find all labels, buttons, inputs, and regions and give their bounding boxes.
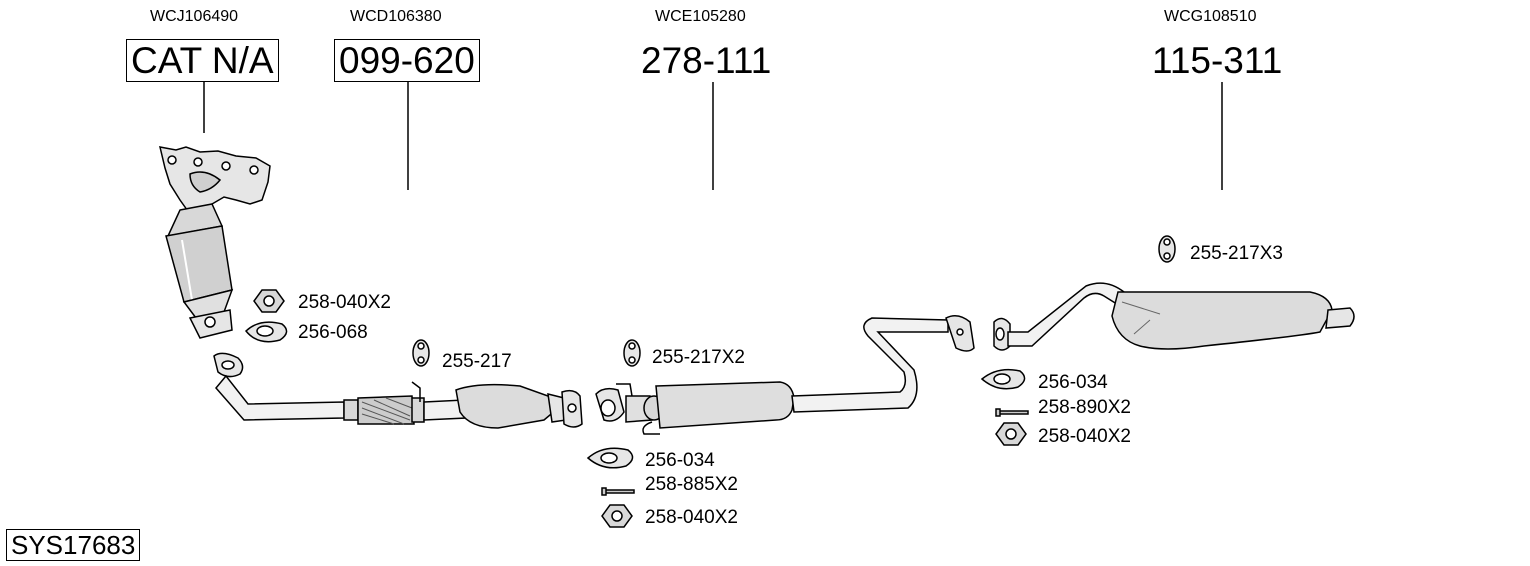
part-number-label: 278-111 xyxy=(641,40,772,81)
fitting-label: 256-068 xyxy=(298,322,368,343)
bolt-icon xyxy=(995,408,1029,417)
nut-icon xyxy=(995,422,1027,446)
manifold-catalytic-converter xyxy=(159,146,271,339)
fitting-label: 256-034 xyxy=(645,450,715,471)
rubber-hanger-icon xyxy=(1158,235,1176,263)
centre-silencer-pipe xyxy=(595,315,975,435)
section-ref-label: WCJ106490 xyxy=(150,8,239,25)
gasket-icon xyxy=(980,368,1026,390)
fitting-label: 258-040X2 xyxy=(645,507,738,528)
nut-icon xyxy=(601,504,633,528)
section-ref-label: WCE105280 xyxy=(655,8,746,25)
fitting-label: 258-885X2 xyxy=(645,474,738,495)
gasket-icon xyxy=(586,447,634,469)
part-number-label: CAT N/A xyxy=(126,39,279,82)
section-ref-label: WCG108510 xyxy=(1164,8,1257,25)
bolt-icon xyxy=(601,487,635,496)
section-ref-label: WCD106380 xyxy=(350,8,442,25)
nut-icon xyxy=(253,289,285,313)
fitting-label: 258-040X2 xyxy=(298,292,391,313)
system-code-label: SYS17683 xyxy=(6,529,141,561)
fitting-label: 256-034 xyxy=(1038,372,1108,393)
rear-silencer xyxy=(993,282,1355,351)
rubber-hanger-icon xyxy=(623,339,641,367)
fitting-label: 255-217X3 xyxy=(1190,243,1283,264)
fitting-label: 255-217X2 xyxy=(652,347,745,368)
rubber-hanger-icon xyxy=(412,339,430,367)
front-pipe xyxy=(213,352,583,429)
fitting-label: 258-040X2 xyxy=(1038,426,1131,447)
part-number-label: 115-311 xyxy=(1152,40,1283,81)
part-number-label: 099-620 xyxy=(334,39,480,82)
gasket-icon xyxy=(244,321,288,343)
fitting-label: 255-217 xyxy=(442,351,512,372)
fitting-label: 258-890X2 xyxy=(1038,397,1131,418)
